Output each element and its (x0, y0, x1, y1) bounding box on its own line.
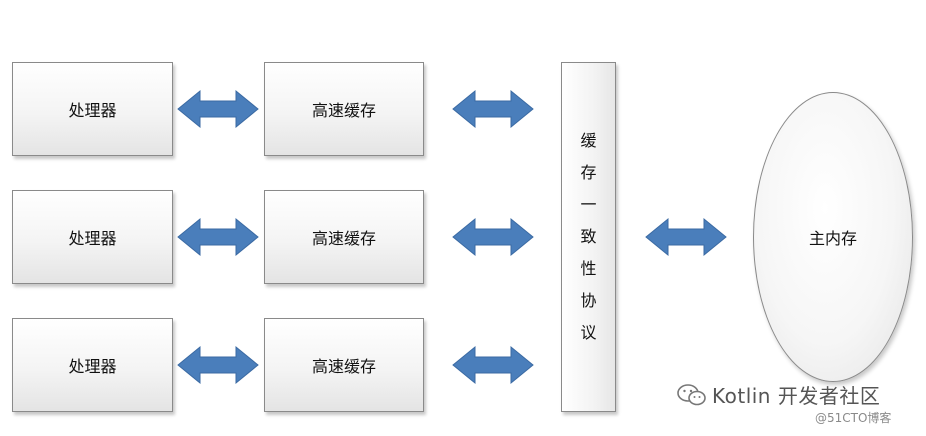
cache-label: 高速缓存 (311, 357, 376, 376)
cache-box-1: 高速缓存 (264, 62, 424, 156)
cache-box-2: 高速缓存 (264, 190, 424, 284)
watermark-subtitle: @51CTO博客 (815, 411, 892, 425)
main-memory-label: 主内存 (808, 229, 857, 248)
processor-box-2: 处理器 (12, 190, 173, 284)
wechat-icon (677, 383, 706, 405)
protocol-char: 存 (580, 163, 597, 182)
protocol-char: 议 (580, 323, 597, 342)
watermark-title: Kotlin 开发者社区 (712, 384, 881, 408)
processor-cache-arrow-1 (177, 90, 259, 128)
protocol-char: 一 (580, 195, 597, 214)
cache-protocol-arrow-1 (452, 90, 534, 128)
cache-protocol-arrow-2 (452, 218, 534, 256)
processor-label: 处理器 (68, 101, 117, 120)
protocol-char: 性 (580, 259, 597, 278)
cache-coherence-protocol-box: 缓 存 一 致 性 协 议 (561, 62, 616, 412)
protocol-memory-arrow (645, 218, 727, 256)
processor-box-1: 处理器 (12, 62, 173, 156)
processor-box-3: 处理器 (12, 318, 173, 412)
processor-label: 处理器 (68, 229, 117, 248)
protocol-char: 缓 (580, 131, 597, 150)
cache-box-3: 高速缓存 (264, 318, 424, 412)
protocol-char: 致 (580, 227, 597, 246)
main-memory-ellipse: 主内存 (753, 92, 913, 382)
cache-label: 高速缓存 (311, 229, 376, 248)
processor-cache-arrow-2 (177, 218, 259, 256)
cache-label: 高速缓存 (311, 101, 376, 120)
protocol-char: 协 (580, 291, 597, 310)
watermark: Kotlin 开发者社区 (676, 380, 880, 409)
processor-label: 处理器 (68, 357, 117, 376)
cache-protocol-arrow-3 (452, 346, 534, 384)
processor-cache-arrow-3 (177, 346, 259, 384)
